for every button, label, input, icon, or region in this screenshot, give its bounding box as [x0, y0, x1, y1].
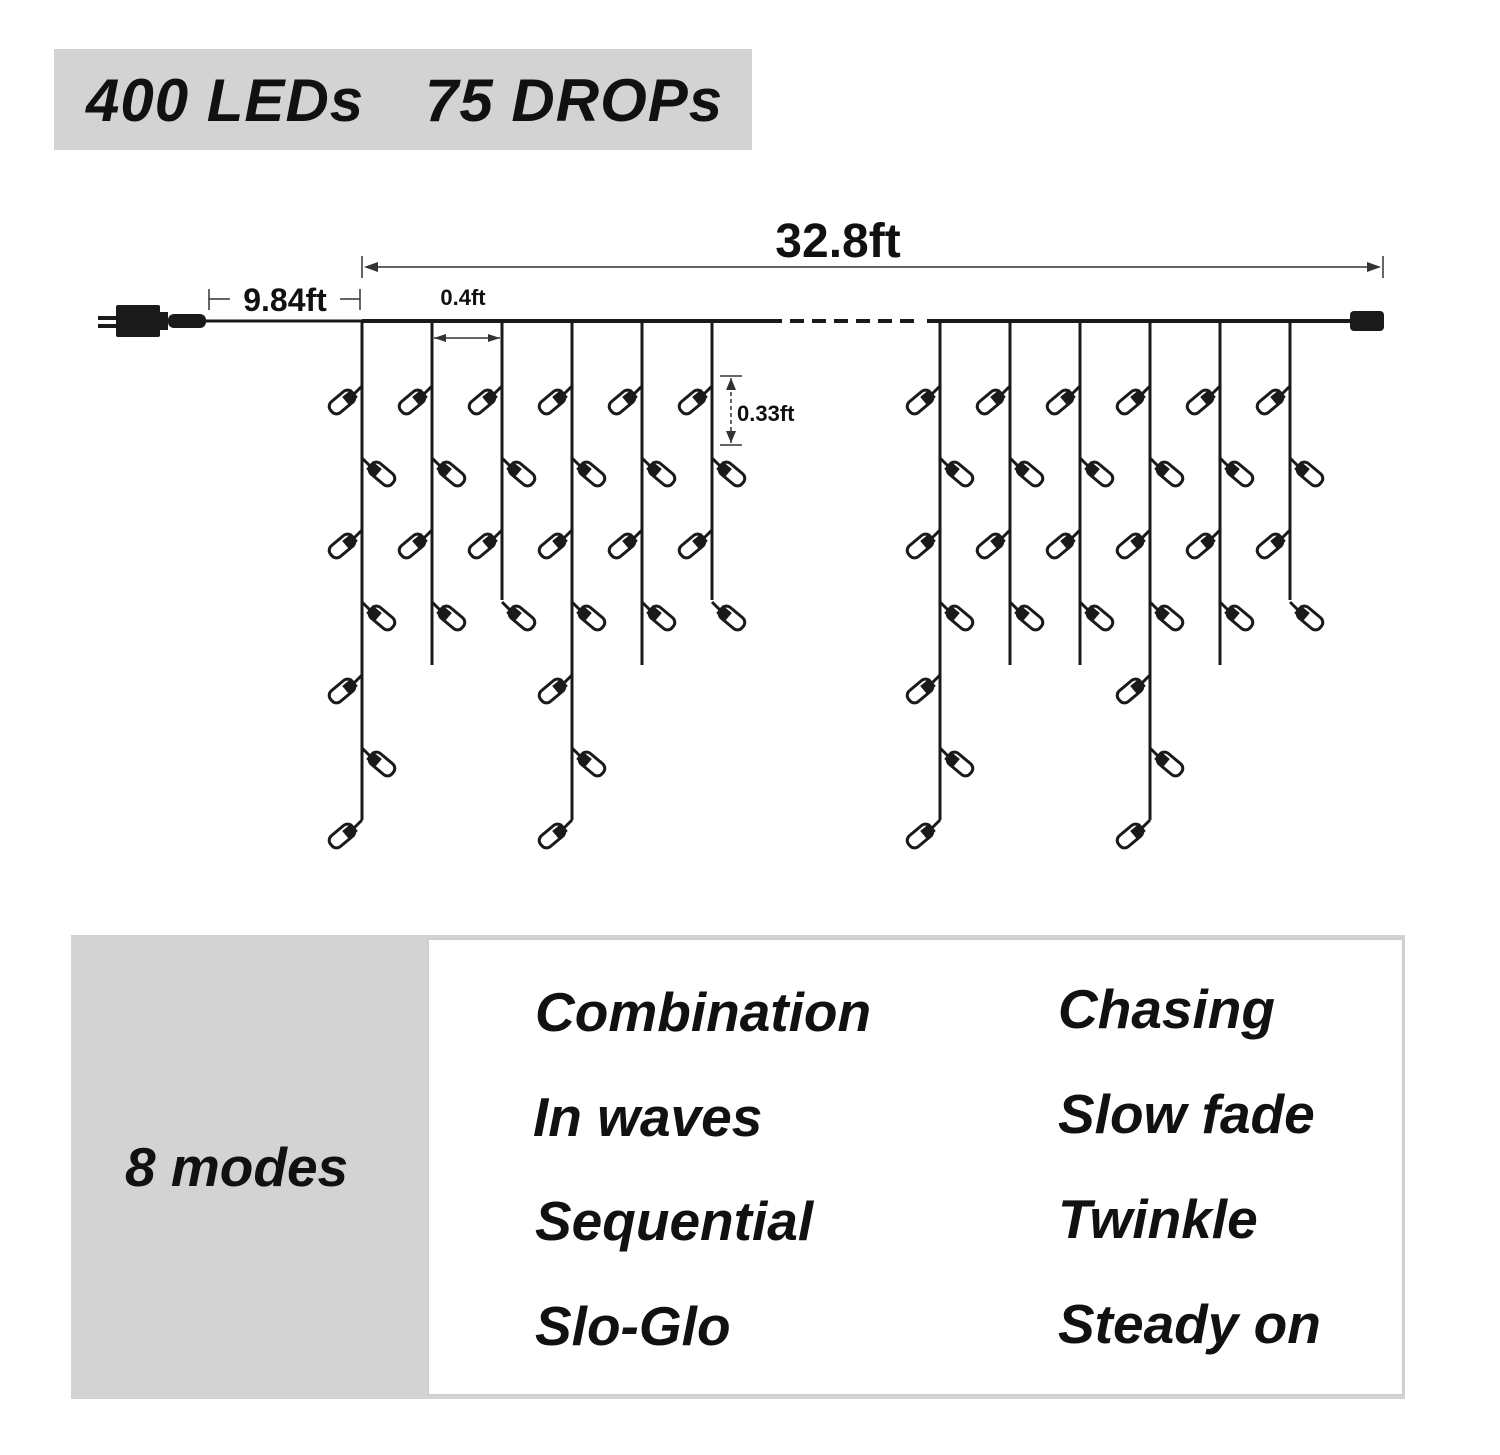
led-bulb-icon [500, 456, 537, 488]
led-bulb-icon [1218, 456, 1255, 488]
led-bulb-icon [975, 528, 1012, 560]
led-bulb-icon [905, 384, 942, 416]
led-bulb-icon [1078, 456, 1115, 488]
header-banner [54, 49, 752, 150]
drop-spacing-dimension [434, 334, 500, 342]
led-bulb-icon [905, 818, 942, 850]
mode-chasing: Chasing [1058, 978, 1275, 1040]
led-bulb-icon [397, 384, 434, 416]
mode-in-waves: In waves [533, 1086, 763, 1148]
led-bulb-icon [360, 746, 397, 778]
lead-length-dimension [208, 289, 361, 310]
led-bulb-icon [537, 384, 574, 416]
led-bulb-icon [537, 818, 574, 850]
total-length-dimension [361, 256, 1384, 278]
led-bulb-icon [537, 673, 574, 705]
led-bulb-icon [938, 600, 975, 632]
led-bulb-icon [500, 600, 537, 632]
led-bulb-icon [430, 600, 467, 632]
led-bulb-icon [327, 528, 364, 560]
modes-list-box [427, 938, 1404, 1396]
led-bulb-icon [938, 746, 975, 778]
led-bulb-icon [1185, 528, 1222, 560]
led-bulb-icon [905, 528, 942, 560]
icicle-light-diagram: 32.8ft 9.84ft 0.4ft 0.33ft [98, 215, 1384, 850]
led-bulb-icon [607, 384, 644, 416]
led-bulb-icon [1115, 528, 1152, 560]
drops-group [327, 321, 1325, 850]
led-bulb-icon [360, 600, 397, 632]
led-bulb-icon [677, 384, 714, 416]
led-spacing-label: 0.33ft [737, 401, 795, 426]
led-bulb-icon [1288, 456, 1325, 488]
led-bulb-icon [1115, 384, 1152, 416]
led-bulb-icon [570, 600, 607, 632]
led-bulb-icon [938, 456, 975, 488]
led-bulb-icon [677, 528, 714, 560]
led-bulb-icon [1115, 818, 1152, 850]
drop-spacing-label: 0.4ft [440, 285, 486, 310]
led-bulb-icon [607, 528, 644, 560]
led-bulb-icon [1008, 600, 1045, 632]
led-bulb-icon [1008, 456, 1045, 488]
led-bulb-icon [467, 384, 504, 416]
led-bulb-icon [1288, 600, 1325, 632]
led-bulb-icon [1045, 528, 1082, 560]
led-spacing-dimension [720, 375, 742, 446]
lead-length-label: 9.84ft [243, 282, 327, 318]
led-bulb-icon [1148, 456, 1185, 488]
led-bulb-icon [710, 456, 747, 488]
modes-title: 8 modes [125, 1136, 349, 1198]
led-bulb-icon [905, 673, 942, 705]
led-bulb-icon [430, 456, 467, 488]
mode-steady-on: Steady on [1058, 1293, 1321, 1355]
led-bulb-icon [327, 384, 364, 416]
led-bulb-icon [1255, 528, 1292, 560]
led-count-label: 400 LEDs [86, 67, 365, 134]
led-bulb-icon [570, 746, 607, 778]
led-bulb-icon [1255, 384, 1292, 416]
led-bulb-icon [1078, 600, 1115, 632]
led-bulb-icon [640, 600, 677, 632]
drop-count-label: 75 DROPs [425, 67, 724, 134]
plug-icon [98, 305, 206, 337]
end-connector-icon [1350, 311, 1384, 331]
led-bulb-icon [327, 673, 364, 705]
led-bulb-icon [537, 528, 574, 560]
led-bulb-icon [570, 456, 607, 488]
led-bulb-icon [1115, 673, 1152, 705]
mode-sequential: Sequential [535, 1190, 814, 1252]
led-bulb-icon [975, 384, 1012, 416]
led-bulb-icon [327, 818, 364, 850]
led-bulb-icon [1045, 384, 1082, 416]
mode-slo-glo: Slo-Glo [535, 1295, 731, 1357]
led-bulb-icon [640, 456, 677, 488]
mode-slow-fade: Slow fade [1058, 1083, 1315, 1145]
mode-combination: Combination [535, 981, 872, 1043]
led-bulb-icon [1185, 384, 1222, 416]
led-bulb-icon [397, 528, 434, 560]
mode-twinkle: Twinkle [1058, 1188, 1258, 1250]
led-bulb-icon [710, 600, 747, 632]
led-bulb-icon [360, 456, 397, 488]
total-length-label: 32.8ft [775, 215, 900, 268]
led-bulb-icon [1148, 600, 1185, 632]
led-bulb-icon [467, 528, 504, 560]
led-bulb-icon [1218, 600, 1255, 632]
led-bulb-icon [1148, 746, 1185, 778]
